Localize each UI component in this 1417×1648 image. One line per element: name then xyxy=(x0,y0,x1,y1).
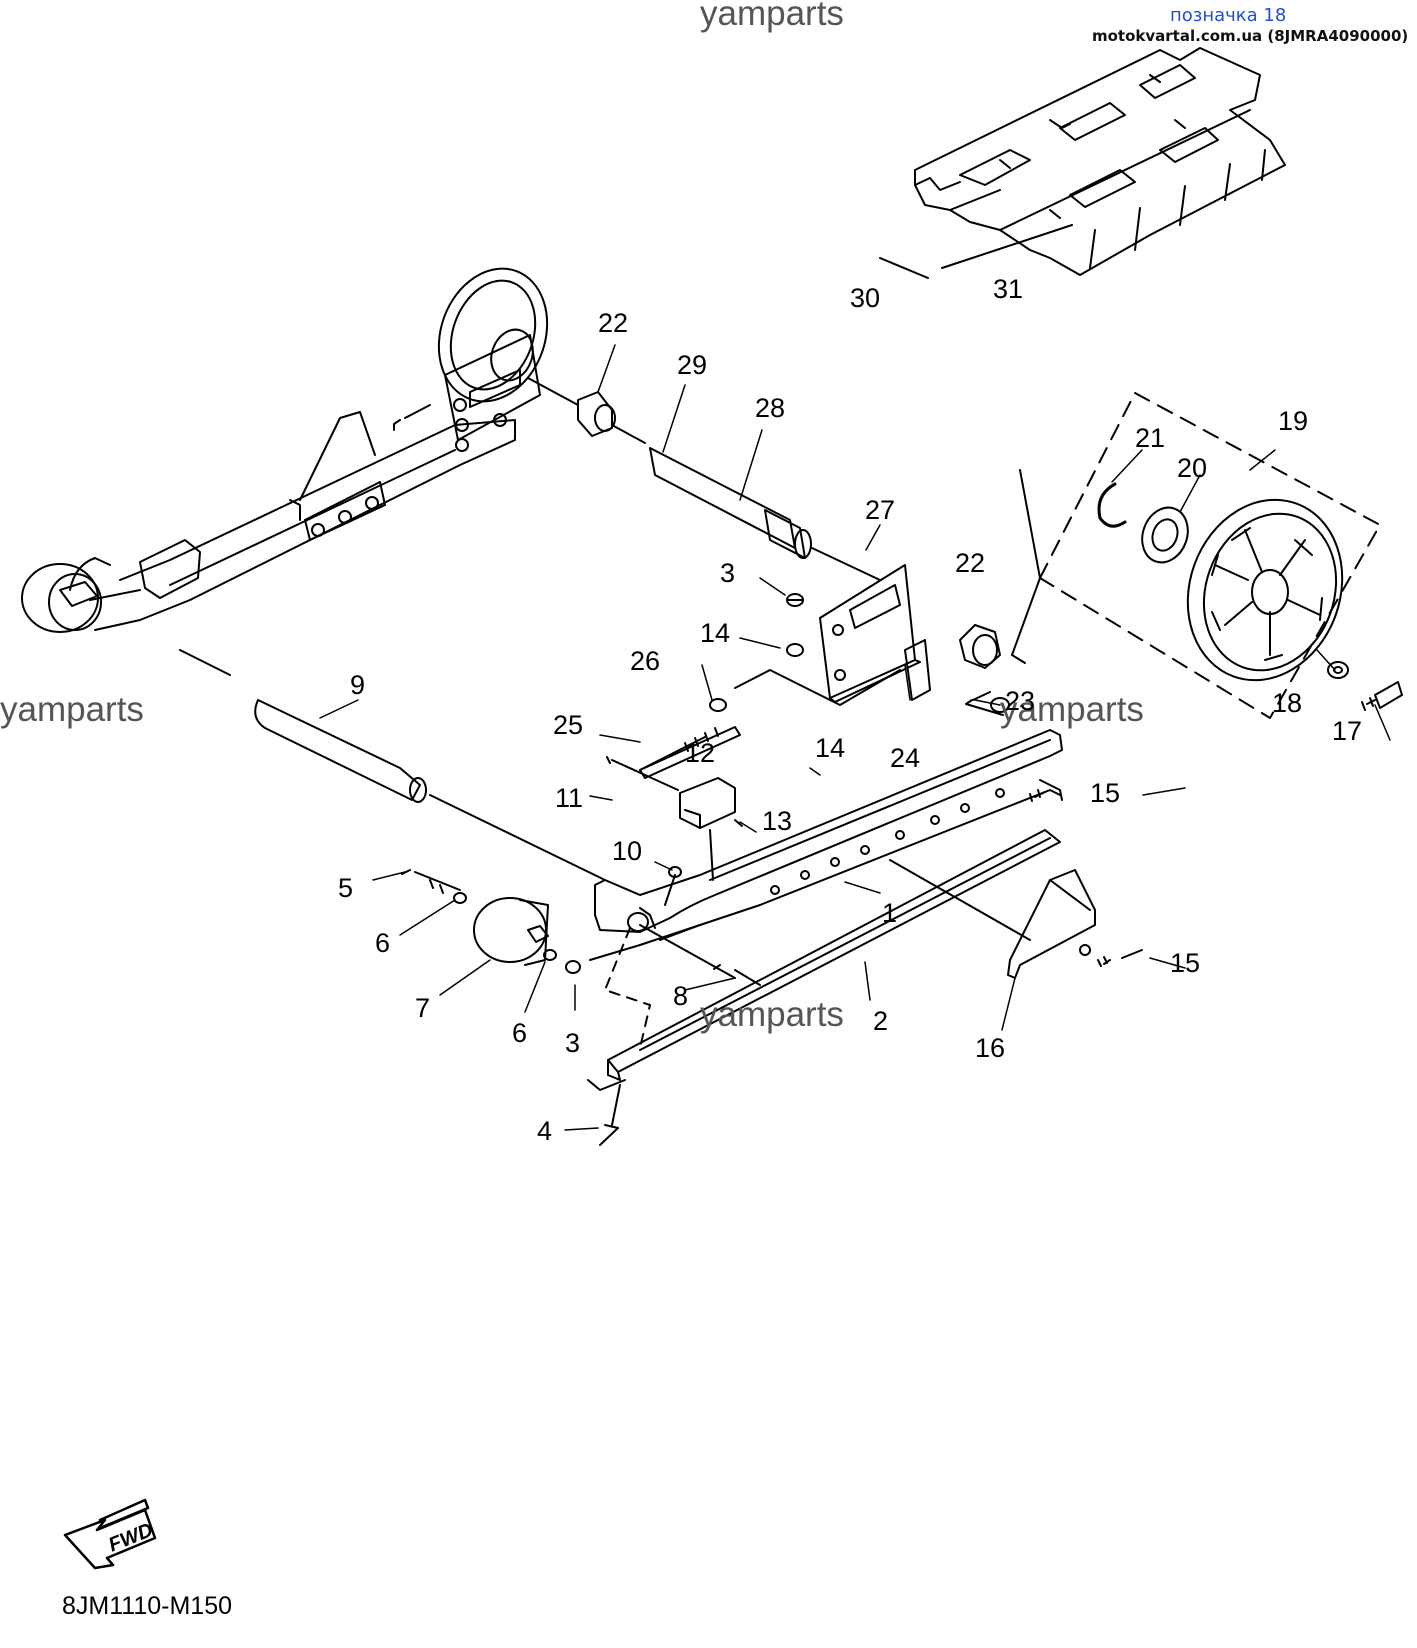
callout-part-15: 15 xyxy=(1170,948,1201,978)
callout-part-30: 30 xyxy=(850,283,881,313)
stopper-block-drawing xyxy=(606,756,743,906)
watermark: yamparts xyxy=(700,995,844,1034)
callout-part-14: 14 xyxy=(700,618,731,648)
left-rail-assembly-drawing xyxy=(21,267,549,633)
callout-part-28: 28 xyxy=(755,393,786,423)
callout-part-3: 3 xyxy=(720,558,736,588)
callout-part-20: 20 xyxy=(1177,453,1208,483)
callout-part-1: 1 xyxy=(882,898,898,928)
callout-part-12: 12 xyxy=(685,738,716,768)
watermark: yamparts xyxy=(0,690,144,729)
track-leader-lines xyxy=(879,224,1073,279)
watermark: yamparts xyxy=(1000,690,1144,729)
callout-part-6: 6 xyxy=(375,928,391,958)
callout-part-5: 5 xyxy=(338,873,354,903)
callout-part-26: 26 xyxy=(630,646,661,676)
callout-part-22: 22 xyxy=(598,308,629,338)
fwd-label: FWD xyxy=(106,1519,156,1556)
callout-part-10: 10 xyxy=(612,836,643,866)
callout-part-22: 22 xyxy=(955,548,986,578)
callout-part-2: 2 xyxy=(873,1006,889,1036)
callout-part-31: 31 xyxy=(993,274,1024,304)
diagram-code: 8JM1110-M150 xyxy=(62,1592,232,1620)
callout-part-23: 23 xyxy=(1005,686,1036,716)
callout-part-14: 14 xyxy=(815,733,846,763)
watermark: yamparts xyxy=(700,0,844,33)
source-site-label: motokvartal.com.ua (8JMRA4090000) xyxy=(1092,27,1409,45)
callout-part-21: 21 xyxy=(1135,423,1166,453)
callout-part-9: 9 xyxy=(350,670,366,700)
callout-part-17: 17 xyxy=(1332,716,1363,746)
callout-part-27: 27 xyxy=(865,495,896,525)
callout-part-8: 8 xyxy=(673,981,689,1011)
callout-part-11: 11 xyxy=(555,783,584,813)
callout-part-29: 29 xyxy=(677,350,708,380)
callout-part-19: 19 xyxy=(1278,406,1309,436)
callout-part-13: 13 xyxy=(762,806,793,836)
fwd-arrow-icon xyxy=(63,1498,157,1570)
bracket-hardware-drawing xyxy=(639,564,1010,779)
roller-hardware-drawing xyxy=(401,869,761,1049)
track-belt-drawing xyxy=(914,47,1286,276)
callout-part-24: 24 xyxy=(890,743,921,773)
callout-leader-lines xyxy=(319,344,1391,1131)
reference-label: позначка 18 xyxy=(1170,5,1287,26)
slide-rail-drawing xyxy=(179,649,1063,961)
callout-part-25: 25 xyxy=(553,710,584,740)
callout-part-15: 15 xyxy=(1090,778,1121,808)
shaft-and-bushings-drawing xyxy=(527,377,1041,669)
callout-part-6: 6 xyxy=(512,1018,528,1048)
callout-part-4: 4 xyxy=(537,1116,553,1146)
idler-wheel-group-drawing xyxy=(1039,392,1403,719)
callout-part-3: 3 xyxy=(565,1028,581,1058)
callout-part-16: 16 xyxy=(975,1033,1006,1063)
callout-part-18: 18 xyxy=(1272,688,1303,718)
callout-part-7: 7 xyxy=(415,993,431,1023)
wear-strip-drawing xyxy=(587,779,1143,1146)
